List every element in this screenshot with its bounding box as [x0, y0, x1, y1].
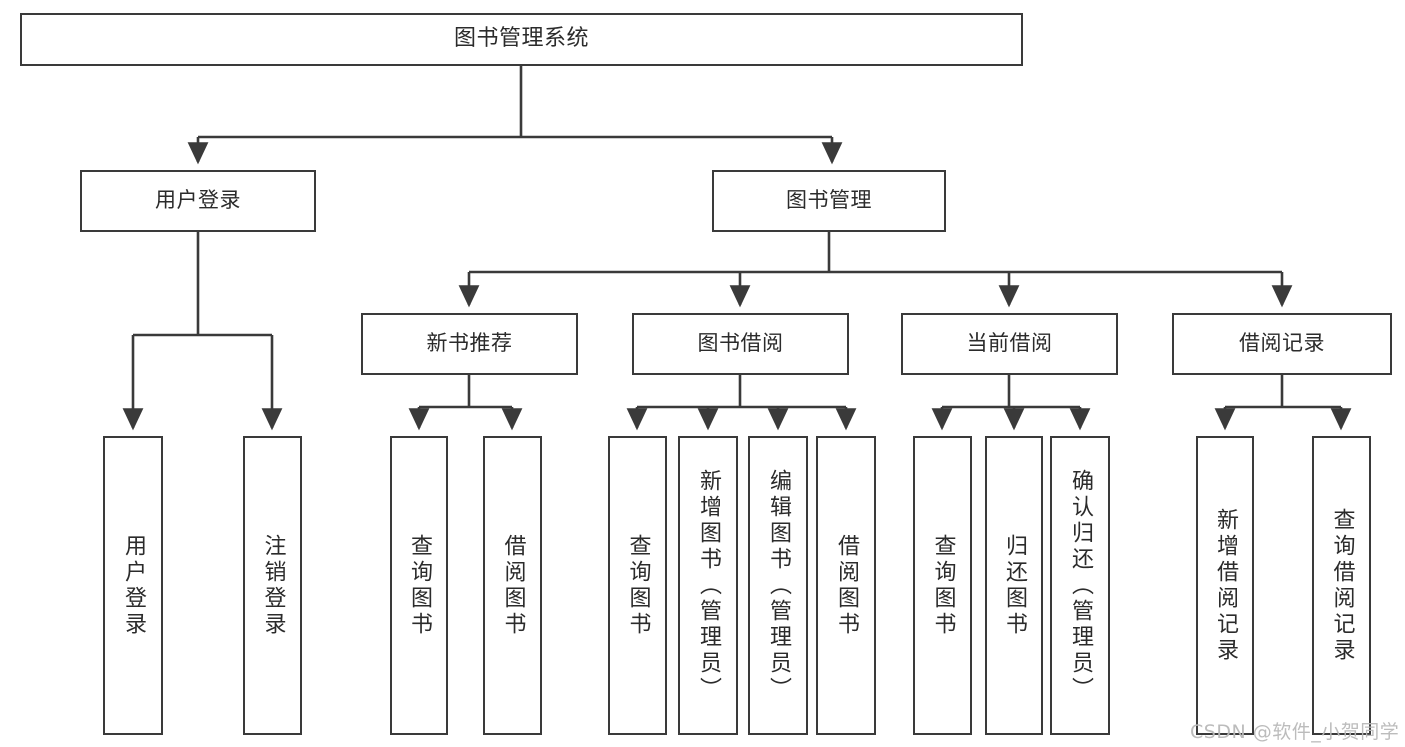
node-label: 用户登录 — [121, 533, 146, 638]
node-leaf-query-book-current[interactable]: 查询图书 — [913, 436, 972, 735]
node-label: 归还图书 — [1002, 533, 1027, 638]
node-label: 图书借阅 — [697, 331, 784, 356]
node-leaf-edit-book-admin[interactable]: 编辑图书（管理员） — [748, 436, 808, 735]
node-label: 借阅图书 — [500, 533, 526, 638]
node-label: 查询图书 — [625, 533, 651, 638]
node-leaf-add-borrow-record[interactable]: 新增借阅记录 — [1196, 436, 1254, 735]
node-leaf-add-book-admin[interactable]: 新增图书（管理员） — [678, 436, 738, 735]
node-label: 查询借阅记录 — [1329, 507, 1355, 664]
node-label: 新增借阅记录 — [1213, 507, 1238, 664]
node-root-library-management-system[interactable]: 图书管理系统 — [20, 13, 1023, 66]
node-label: 新书推荐 — [426, 331, 513, 356]
node-leaf-logout-login[interactable]: 注销登录 — [243, 436, 302, 735]
node-label: 图书管理 — [786, 188, 872, 213]
node-leaf-user-login[interactable]: 用户登录 — [103, 436, 163, 735]
node-leaf-return-book[interactable]: 归还图书 — [985, 436, 1043, 735]
node-leaf-query-borrow-record[interactable]: 查询借阅记录 — [1312, 436, 1371, 735]
node-label: 新增图书（管理员） — [696, 468, 721, 703]
node-current-borrow[interactable]: 当前借阅 — [901, 313, 1118, 375]
node-leaf-query-book-recommend[interactable]: 查询图书 — [390, 436, 448, 735]
node-label: 用户登录 — [155, 188, 241, 213]
node-label: 借阅记录 — [1239, 331, 1325, 356]
node-label: 图书管理系统 — [453, 26, 589, 52]
node-label: 借阅图书 — [834, 533, 859, 638]
node-label: 查询图书 — [407, 533, 432, 638]
node-label: 注销登录 — [260, 533, 286, 638]
node-leaf-borrow-book-recommend[interactable]: 借阅图书 — [483, 436, 542, 735]
csdn-watermark: CSDN @软件_小贺同学 — [1190, 721, 1400, 743]
node-label: 编辑图书（管理员） — [766, 468, 791, 703]
node-leaf-confirm-return-admin[interactable]: 确认归还（管理员） — [1050, 436, 1110, 735]
node-label: 查询图书 — [930, 533, 956, 638]
node-user-login[interactable]: 用户登录 — [80, 170, 316, 232]
node-label: 确认归还（管理员） — [1068, 468, 1093, 703]
node-label: 当前借阅 — [966, 331, 1053, 356]
node-borrow-record[interactable]: 借阅记录 — [1172, 313, 1392, 375]
node-new-book-recommend[interactable]: 新书推荐 — [361, 313, 578, 375]
node-book-borrow[interactable]: 图书借阅 — [632, 313, 849, 375]
node-leaf-borrow-book[interactable]: 借阅图书 — [816, 436, 876, 735]
node-leaf-query-book-borrow[interactable]: 查询图书 — [608, 436, 667, 735]
node-book-manage[interactable]: 图书管理 — [712, 170, 946, 232]
